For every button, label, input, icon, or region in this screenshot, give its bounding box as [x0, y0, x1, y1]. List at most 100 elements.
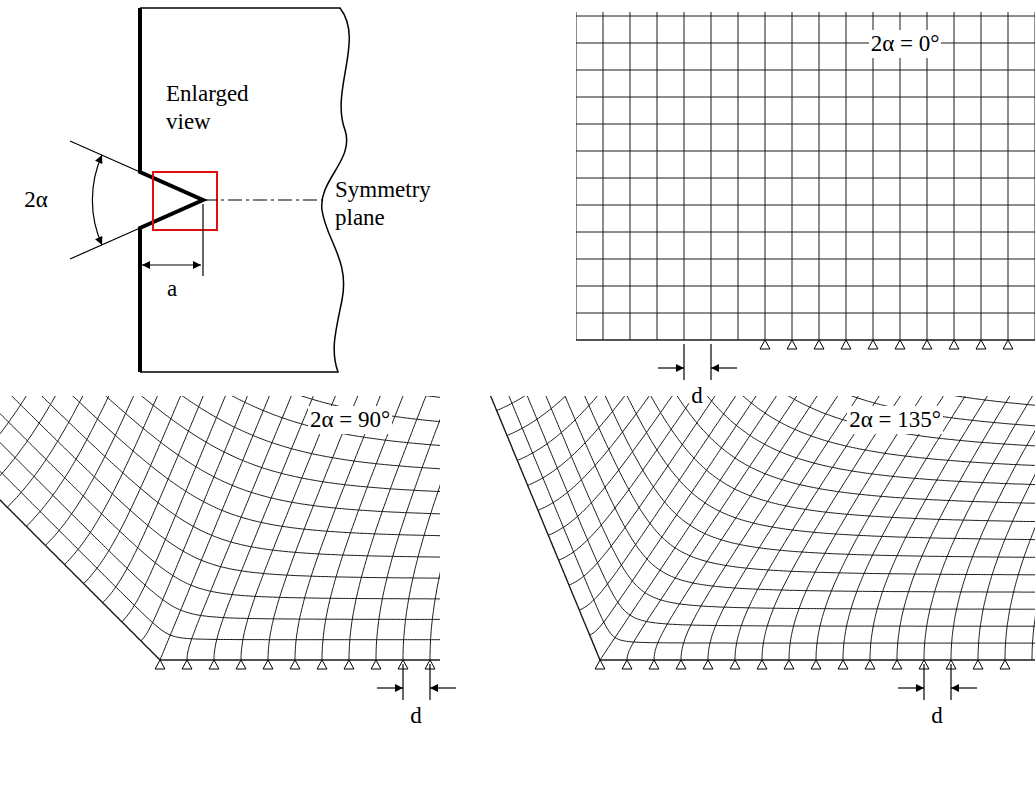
mesh-line	[684, 12, 685, 340]
mesh-line	[600, 396, 933, 660]
dimension-arrow	[951, 687, 977, 688]
mesh-line	[530, 396, 1035, 470]
dimension-arrow	[430, 687, 456, 688]
angle-label: 2α	[22, 186, 50, 214]
mesh-line	[900, 12, 901, 340]
mesh-line	[711, 12, 712, 340]
mesh-line	[45, 396, 264, 545]
mesh-line	[576, 286, 1035, 287]
mesh-line	[0, 396, 440, 538]
angle-extension	[70, 228, 140, 259]
dimension-arrow	[711, 367, 737, 368]
mesh-line	[543, 396, 1035, 452]
mesh-line	[241, 396, 431, 660]
mesh-line	[584, 396, 1035, 398]
support-symbol	[757, 660, 767, 669]
dimension-label: a	[165, 275, 179, 303]
support-symbol	[595, 660, 605, 669]
mesh-line	[557, 396, 1035, 434]
body-outline	[140, 8, 349, 372]
support-symbol	[290, 660, 300, 669]
mesh-line	[403, 396, 440, 660]
mesh-line	[295, 396, 440, 660]
mesh-line	[576, 232, 1035, 233]
support-symbol	[703, 660, 713, 669]
dimension-extension	[923, 664, 924, 700]
support-symbol	[622, 660, 632, 669]
mesh-line	[1008, 12, 1009, 340]
view-label: Enlarged view	[164, 80, 268, 135]
mesh-line	[576, 151, 1035, 152]
angle-label: 2α = 0°	[869, 30, 942, 58]
support-symbol	[865, 660, 875, 669]
dimension-label: d	[689, 382, 705, 410]
fe-mesh	[0, 396, 440, 660]
dimension-arrow	[142, 264, 201, 265]
mesh-line	[576, 205, 1035, 206]
dimension-extension	[683, 344, 684, 380]
mesh-line	[0, 396, 440, 620]
support-symbol	[922, 340, 932, 349]
support-symbol	[787, 340, 797, 349]
angle-label: 2α = 90°	[308, 406, 392, 434]
support-symbol	[895, 340, 905, 349]
mesh-line	[502, 396, 1035, 506]
mesh-line	[488, 396, 1035, 523]
dimension-arrow	[658, 367, 684, 368]
mesh-line	[497, 396, 810, 411]
mesh-line	[819, 12, 820, 340]
mesh-line	[0, 396, 440, 475]
mesh-line	[488, 396, 1035, 609]
mesh-line	[0, 396, 440, 496]
mesh-line	[0, 396, 440, 599]
mesh-line	[103, 396, 319, 603]
mesh-line	[924, 396, 1035, 660]
mesh-line	[738, 12, 739, 340]
support-symbol	[976, 340, 986, 349]
boundary-line	[488, 396, 1035, 660]
mesh-line	[576, 313, 1035, 314]
mesh-line	[576, 16, 1035, 17]
mesh-line	[576, 178, 1035, 179]
support-symbol	[344, 660, 354, 669]
angle-arc	[92, 155, 102, 245]
mesh-line	[430, 396, 440, 660]
mesh-line	[516, 396, 1035, 488]
mesh-line	[214, 396, 411, 660]
mesh-line	[376, 396, 440, 660]
support-symbol	[949, 340, 959, 349]
mesh-line	[630, 12, 631, 340]
dimension-extension	[429, 664, 430, 700]
mesh-line	[1005, 396, 1035, 660]
dimension-label: d	[929, 702, 945, 730]
mesh-line	[951, 396, 1035, 660]
support-symbol	[182, 660, 192, 669]
dimension-extension	[402, 664, 403, 700]
dimension-arrow	[377, 687, 403, 688]
support-symbol	[760, 340, 770, 349]
support-symbol	[263, 660, 273, 669]
fe-mesh	[488, 396, 1035, 660]
boundary-line	[576, 339, 1035, 340]
angle-label: 2α = 135°	[847, 406, 943, 434]
mesh-line	[792, 12, 793, 340]
mesh-group	[0, 0, 1035, 700]
mesh-line	[927, 12, 928, 340]
mesh-line	[322, 396, 440, 660]
mesh-line	[978, 396, 1035, 660]
enlarged-view-box	[153, 172, 217, 230]
mesh-line	[0, 396, 440, 517]
fe-mesh	[576, 12, 1035, 340]
mesh-line	[846, 12, 847, 340]
plane-label: Symmetry plane	[333, 176, 442, 231]
support-symbol	[841, 340, 851, 349]
mesh-line	[576, 97, 1035, 98]
dimension-arrow	[898, 687, 924, 688]
support-symbol	[236, 660, 246, 669]
notched-edge	[140, 8, 203, 372]
support-symbol	[209, 660, 219, 669]
mesh-line	[0, 396, 440, 455]
mesh-line	[870, 396, 1035, 660]
